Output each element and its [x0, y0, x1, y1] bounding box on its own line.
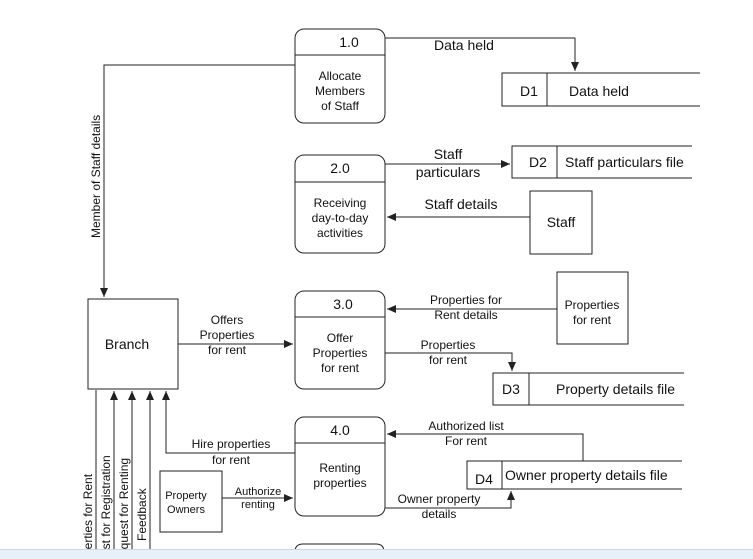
store-d1: D1 Data held [501, 72, 700, 107]
process-4-label-line-2: properties [313, 476, 366, 490]
store-d1-id: D1 [520, 83, 538, 99]
process-2: 2.0 Receiving day-to-day activities [294, 154, 386, 254]
flow-member-of-staff-details-label: Member of Staff details [89, 115, 103, 238]
store-d2-name: Staff particulars file [565, 154, 684, 170]
store-d2: D2 Staff particulars file [511, 145, 692, 179]
flow-branch-output-4-label: Feedback [135, 487, 149, 541]
entity-branch-box [87, 298, 179, 390]
store-d4: D4 Owner property details file [466, 460, 682, 490]
flow-owner-property-details-line-1: Owner property [398, 492, 481, 506]
flow-member-of-staff-details: Member of Staff details [89, 64, 295, 297]
store-d2-outline [511, 145, 692, 179]
flow-hire-properties-line-1: Hire properties [192, 437, 271, 451]
process-3-label-line-3: for rent [321, 361, 360, 375]
entity-property-owners-line-1: Property [165, 490, 207, 502]
flow-branch-output-2-label: est for Registration [99, 455, 113, 556]
store-d3: D3 Property details file [492, 372, 684, 406]
process-3-label-line-2: Properties [313, 346, 368, 360]
store-d1-outline [501, 72, 700, 107]
flow-hire-properties: Hire properties for rent [162, 391, 295, 467]
flow-owner-property-details: Owner property details [385, 491, 515, 521]
entity-property-owners: Property Owners [159, 470, 223, 533]
flow-data-held-arrow [385, 37, 579, 71]
process-2-label-line-1: Receiving [314, 196, 367, 210]
process-1: 1.0 Allocate Members of Staff [294, 28, 386, 124]
flow-hire-properties-arrow [162, 391, 295, 454]
flow-branch-output-3-label: equest for Renting [117, 458, 131, 556]
entity-properties-for-rent-line-2: for rent [573, 313, 612, 327]
flow-offers-properties-line-3: for rent [208, 343, 247, 357]
entity-properties-for-rent-box [556, 271, 629, 345]
flow-staff-particulars-line-1: Staff [434, 146, 463, 162]
viewer-bottom-strip [0, 549, 753, 559]
entity-branch: Branch [87, 298, 179, 390]
entity-staff-label: Staff [547, 214, 576, 230]
flow-staff-particulars-line-2: particulars [416, 164, 481, 180]
process-4-id: 4.0 [330, 422, 350, 438]
flow-staff-particulars: Staff particulars [385, 146, 510, 180]
flow-offers-properties: Offers Properties for rent [178, 313, 293, 357]
flow-authorized-list-arrow [387, 430, 584, 461]
store-d1-name: Data held [569, 83, 629, 99]
flow-authorized-list: Authorized list For rent [387, 419, 584, 461]
process-3-label-line-1: Offer [327, 331, 353, 345]
flow-branch-outputs: perties for Rent est for Registration eq… [81, 390, 154, 556]
flow-properties-for-rent-out-line-2: for rent [429, 353, 468, 367]
entity-properties-for-rent-line-1: Properties [565, 298, 620, 312]
flow-staff-details: Staff details [387, 196, 530, 221]
process-3: 3.0 Offer Properties for rent [294, 290, 386, 390]
process-5-partial [294, 543, 385, 556]
process-2-label-line-3: activities [317, 226, 363, 240]
flow-owner-property-details-arrow [385, 491, 515, 509]
entity-property-owners-line-2: Owners [167, 504, 205, 516]
flow-properties-for-rent-out-arrow [385, 352, 516, 371]
flow-properties-for-rent-details-line-2: Rent details [434, 308, 497, 322]
process-1-id: 1.0 [339, 34, 359, 50]
process-4-box [294, 416, 386, 517]
store-d4-id: D4 [475, 471, 493, 487]
entity-staff: Staff [529, 190, 593, 255]
flow-authorize-renting-line-1: Authorize [235, 486, 281, 498]
flow-offers-properties-line-2: Properties [200, 328, 255, 342]
flow-staff-details-label: Staff details [425, 196, 498, 212]
process-2-box [294, 154, 386, 254]
process-2-id: 2.0 [330, 160, 350, 176]
entity-property-owners-box [159, 470, 223, 533]
process-1-label-line-3: of Staff [321, 99, 359, 113]
entity-staff-box [529, 190, 593, 255]
process-1-box [294, 28, 386, 124]
flow-authorize-renting: Authorize renting [222, 486, 293, 511]
flow-properties-for-rent-details-line-1: Properties for [430, 293, 502, 307]
store-d3-name: Property details file [556, 381, 675, 397]
process-2-label-line-2: day-to-day [312, 211, 369, 225]
process-3-id: 3.0 [333, 296, 353, 312]
store-d3-id: D3 [502, 381, 520, 397]
process-4: 4.0 Renting properties [294, 416, 386, 517]
store-d4-name: Owner property details file [505, 467, 668, 483]
flow-data-held-label: Data held [434, 37, 494, 53]
flow-owner-property-details-line-2: details [422, 507, 457, 521]
process-4-label-line-1: Renting [319, 461, 360, 475]
store-d2-id: D2 [529, 154, 547, 170]
flow-properties-for-rent-out-line-1: Properties [421, 338, 476, 352]
flow-properties-for-rent-out: Properties for rent [385, 338, 516, 371]
store-d4-outline [466, 460, 682, 490]
process-3-box [294, 290, 386, 390]
process-1-label-line-2: Members [315, 84, 365, 98]
flow-authorized-list-line-2: For rent [445, 434, 488, 448]
flow-authorize-renting-line-2: renting [241, 499, 275, 511]
flow-authorized-list-line-1: Authorized list [428, 419, 504, 433]
flow-hire-properties-line-2: for rent [212, 453, 251, 467]
entity-properties-for-rent: Properties for rent [556, 271, 629, 345]
process-1-label-line-1: Allocate [319, 69, 362, 83]
entity-branch-label: Branch [105, 336, 149, 352]
flow-member-of-staff-details-arrow [100, 64, 295, 297]
flow-offers-properties-line-1: Offers [211, 313, 243, 327]
flow-properties-for-rent-details: Properties for Rent details [387, 293, 557, 322]
flow-branch-output-1-label: perties for Rent [81, 473, 95, 556]
flow-data-held: Data held [385, 37, 579, 71]
store-d3-outline [492, 372, 684, 406]
